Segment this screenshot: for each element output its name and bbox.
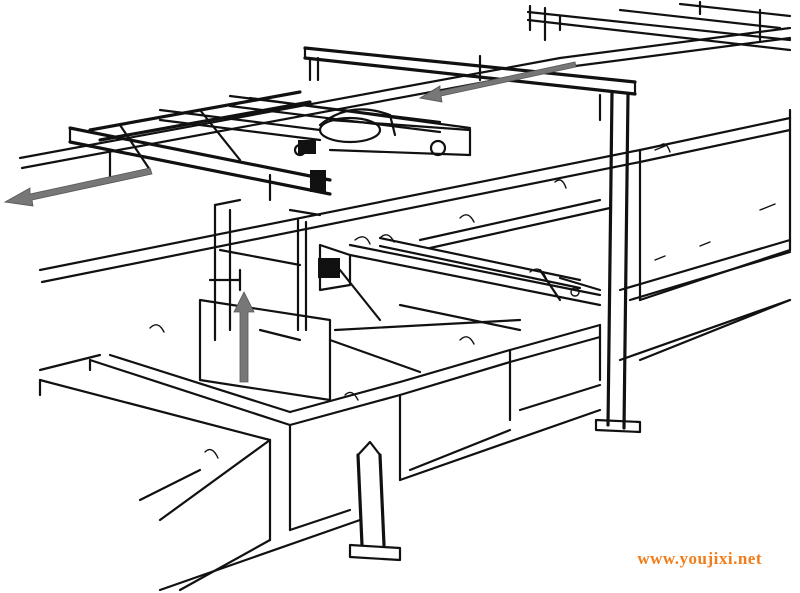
- trolley-frame: [68, 90, 472, 202]
- back-frame: [618, 108, 792, 362]
- tank-4: [398, 303, 602, 412]
- tank-1-large-left: [38, 324, 292, 592]
- rear-overhead-girders: [526, 0, 792, 52]
- floor-lines: [158, 298, 792, 592]
- runway-rails: [18, 26, 792, 372]
- gantry-portal: [303, 46, 642, 434]
- travel-arrow-left: [3, 167, 153, 207]
- travel-arrow-right: [418, 61, 577, 103]
- lift-direction-arrow: [233, 291, 255, 383]
- site-watermark: www.youjixi.net: [637, 549, 762, 568]
- lifting-carrier: [198, 198, 382, 402]
- tank-2: [288, 338, 422, 532]
- secondary-rail: [348, 143, 671, 307]
- front-support-post: [348, 440, 402, 562]
